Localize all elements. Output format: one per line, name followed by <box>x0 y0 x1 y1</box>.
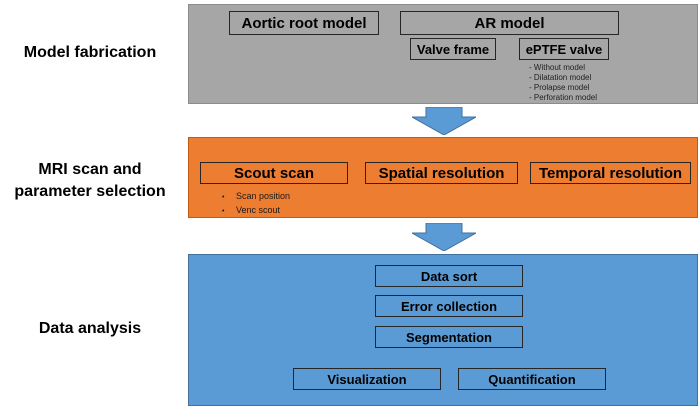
data-sort-box: Data sort <box>375 265 523 287</box>
eptfe-valve-box: ePTFE valve <box>519 38 609 60</box>
down-arrow-2 <box>412 223 476 251</box>
scout-scan-box: Scout scan <box>200 162 348 184</box>
list-item: Scan position <box>222 190 290 204</box>
spatial-resolution-box: Spatial resolution <box>365 162 518 184</box>
stage-label-fabrication: Model fabrication <box>23 44 157 61</box>
list-item-text: Venc scout <box>236 205 281 215</box>
visualization-box: Visualization <box>293 368 441 390</box>
down-arrow-1 <box>412 107 476 135</box>
analysis-panel: Data sort Error collection Segmentation … <box>188 254 698 406</box>
error-collection-box: Error collection <box>375 295 523 317</box>
mri-panel: Scout scan Spatial resolution Temporal r… <box>188 137 698 218</box>
segmentation-box: Segmentation <box>375 326 523 348</box>
eptfe-model-list: - Without model - Dilatation model - Pro… <box>529 63 597 103</box>
stage-label-mri-line1: MRI scan and <box>38 161 142 178</box>
valve-frame-box: Valve frame <box>410 38 496 60</box>
stage-label-mri: MRI scan and parameter selection <box>0 159 180 203</box>
list-item: - Without model <box>529 63 586 72</box>
ar-model-box: AR model <box>400 11 619 35</box>
quantification-box: Quantification <box>458 368 606 390</box>
temporal-resolution-box: Temporal resolution <box>530 162 691 184</box>
fabrication-panel: Aortic root model AR model Valve frame e… <box>188 4 698 104</box>
list-item-text: Scan position <box>236 191 291 201</box>
stage-label-analysis: Data analysis <box>38 320 142 337</box>
list-item: - Prolapse model <box>529 83 590 92</box>
scout-scan-list: Scan position Venc scout <box>222 190 290 218</box>
list-item: - Dilatation model <box>529 73 592 82</box>
aortic-root-model-box: Aortic root model <box>229 11 379 35</box>
list-item: - Perforation model <box>529 93 598 102</box>
list-item: Venc scout <box>222 204 290 218</box>
down-arrow-1-shape <box>412 107 476 135</box>
down-arrow-2-shape <box>412 223 476 251</box>
stage-label-mri-line2: parameter selection <box>14 183 166 200</box>
